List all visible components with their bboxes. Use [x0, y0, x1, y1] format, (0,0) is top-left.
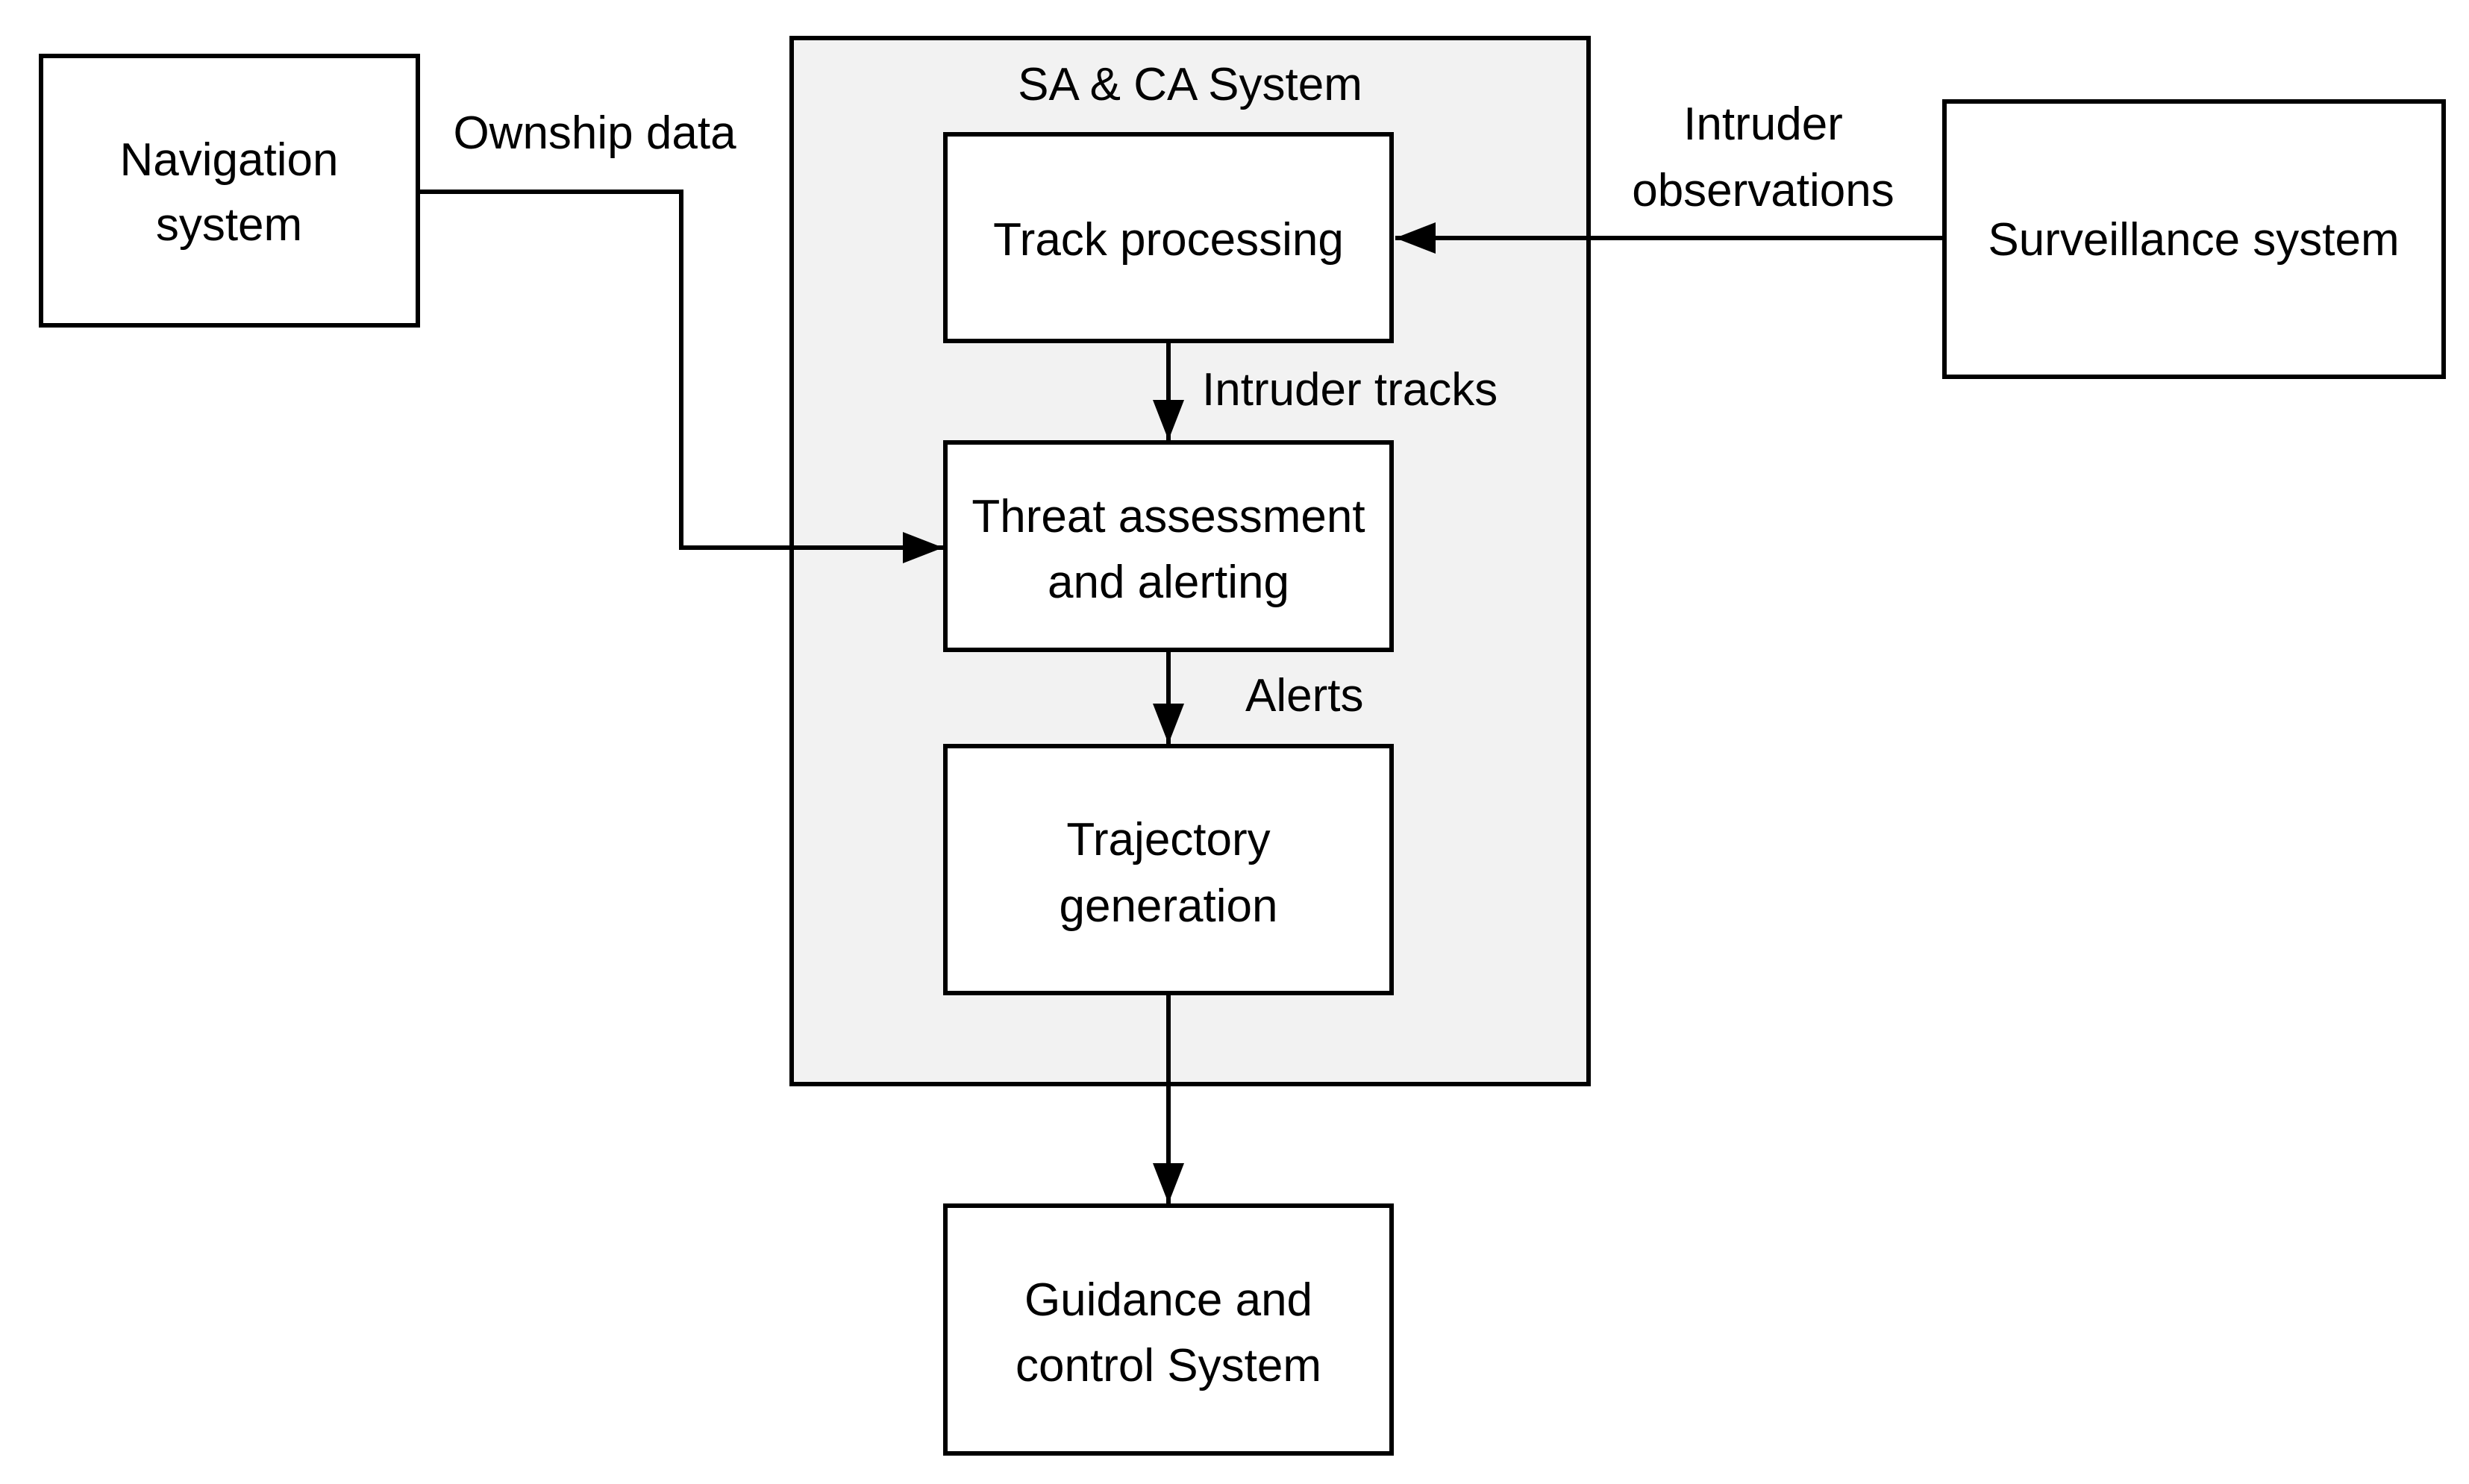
trajectory-generation-label-line1: Trajectory — [1066, 814, 1270, 865]
intruder-observations-label-line2: observations — [1632, 165, 1894, 216]
surveillance-system-node: Surveillance system — [1942, 99, 2446, 379]
trajectory-generation-node: Trajectory generation — [943, 744, 1394, 995]
guidance-control-label-line1: Guidance and — [1024, 1274, 1312, 1326]
guidance-control-node: Guidance and control System — [943, 1203, 1394, 1456]
intruder-tracks-label: Intruder tracks — [1202, 364, 1498, 416]
navigation-system-node: Navigation system — [39, 54, 420, 328]
trajectory-generation-label-line2: generation — [1059, 880, 1277, 932]
threat-assessment-label-line2: and alerting — [1048, 557, 1289, 608]
navigation-system-label-line1: Navigation — [120, 134, 339, 186]
threat-assessment-node: Threat assessment and alerting — [943, 440, 1394, 652]
sa-ca-system-title: SA & CA System — [1018, 59, 1362, 110]
ownship-data-label: Ownship data — [453, 107, 736, 159]
edge-ownship-data — [418, 190, 943, 563]
guidance-control-label-line2: control System — [1016, 1340, 1321, 1391]
threat-assessment-label-line1: Threat assessment — [971, 491, 1365, 542]
intruder-observations-label-line1: Intruder — [1683, 98, 1843, 150]
track-processing-label: Track processing — [993, 214, 1344, 266]
alerts-label: Alerts — [1245, 670, 1363, 721]
surveillance-system-label: Surveillance system — [1988, 214, 2399, 266]
navigation-system-label-line2: system — [156, 199, 302, 251]
track-processing-node: Track processing — [943, 132, 1394, 343]
